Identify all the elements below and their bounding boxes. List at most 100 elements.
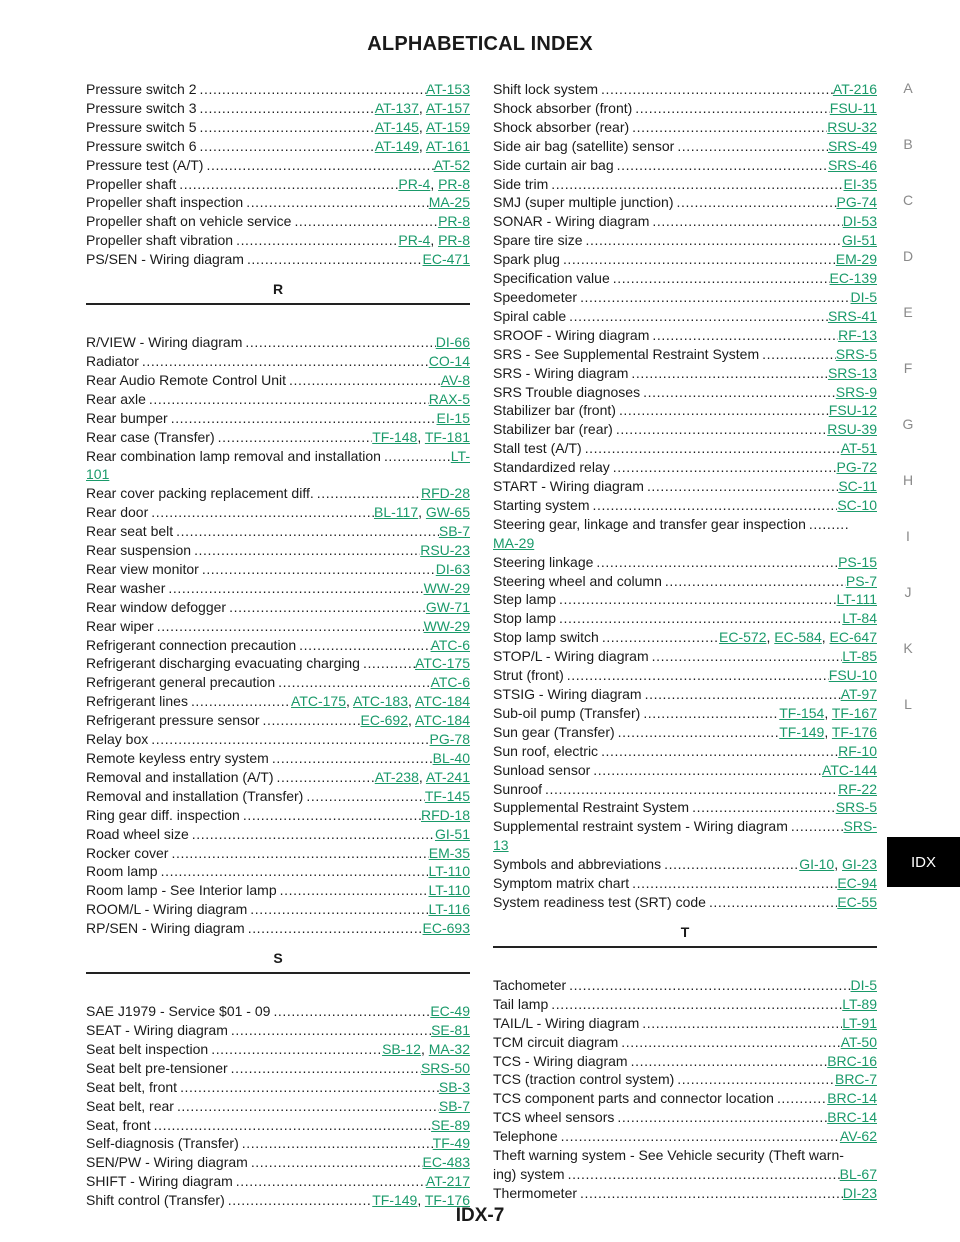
page-reference-link[interactable]: CO-14: [428, 352, 470, 369]
page-reference-link[interactable]: LT-110: [428, 882, 470, 899]
page-reference-link[interactable]: AV-8: [440, 371, 470, 388]
page-reference-link[interactable]: SRS-5: [835, 799, 877, 816]
page-reference-link[interactable]: AT-238: [374, 768, 419, 785]
page-reference-link[interactable]: LT-110: [428, 863, 470, 880]
page-reference-link[interactable]: GW-71: [425, 598, 470, 615]
page-reference-link[interactable]: LT-116: [428, 901, 470, 918]
page-reference-link[interactable]: DI-63: [435, 560, 470, 577]
page-reference-link[interactable]: SRS-9: [835, 383, 877, 400]
page-reference-link[interactable]: AT-241: [425, 768, 470, 785]
page-reference-link[interactable]: EC-483: [422, 1154, 470, 1171]
section-tab-e[interactable]: E: [903, 304, 913, 320]
page-reference-link[interactable]: ATC-175: [291, 693, 346, 710]
page-reference-link[interactable]: ATC-183: [353, 693, 408, 710]
page-reference-link[interactable]: TF-49: [432, 1135, 470, 1152]
page-reference-link[interactable]: RSU-32: [827, 118, 877, 135]
page-reference-link[interactable]: RF-22: [838, 780, 877, 797]
page-reference-link[interactable]: AT-97: [840, 686, 877, 702]
page-reference-link[interactable]: TF-145: [424, 787, 470, 804]
section-tab-b[interactable]: B: [903, 136, 913, 152]
page-reference-link[interactable]: DI-5: [850, 976, 877, 993]
page-reference-link[interactable]: BRC-16: [827, 1052, 877, 1069]
page-reference-link[interactable]: SE-81: [431, 1021, 470, 1038]
page-reference-link[interactable]: AT-149: [374, 137, 419, 154]
page-reference-link[interactable]: SB-7: [438, 1097, 470, 1114]
section-tab-h[interactable]: H: [902, 472, 914, 488]
page-reference-link[interactable]: WW-29: [423, 579, 470, 596]
page-reference-link[interactable]: LT-91: [842, 1014, 877, 1031]
page-reference-link[interactable]: FSU-10: [828, 667, 877, 684]
page-reference-link[interactable]: AT-153: [425, 81, 470, 97]
page-reference-link[interactable]: MA-32: [428, 1040, 470, 1057]
page-reference-link[interactable]: PR-4: [398, 175, 431, 192]
page-reference-link[interactable]: TF-154: [779, 704, 825, 721]
page-reference-link[interactable]: EC-471: [422, 251, 470, 268]
page-reference-link[interactable]: PR-8: [438, 232, 470, 249]
page-reference-link[interactable]: SB-12: [382, 1040, 421, 1057]
page-reference-link[interactable]: FSU-12: [828, 402, 877, 419]
page-reference-link[interactable]: DI-53: [842, 213, 877, 230]
page-reference-link[interactable]: SC-10: [837, 496, 877, 513]
section-tab-f[interactable]: F: [903, 360, 913, 376]
page-reference-link[interactable]: TF-176: [424, 1192, 470, 1209]
active-section-tab[interactable]: IDX: [887, 837, 960, 887]
page-reference-link[interactable]: BL-117: [374, 504, 419, 521]
page-reference-link[interactable]: AT-52: [433, 156, 470, 173]
page-reference-link[interactable]: EI-35: [843, 175, 877, 192]
page-reference-link[interactable]: EC-584: [774, 629, 822, 646]
page-reference-link[interactable]: FSU-11: [829, 99, 877, 116]
page-reference-link[interactable]: EC-55: [837, 893, 877, 910]
page-reference-link[interactable]: PG-78: [429, 731, 470, 748]
page-reference-link[interactable]: ATC-184: [415, 693, 470, 710]
page-reference-link[interactable]: TF-181: [424, 428, 470, 445]
section-tab-c[interactable]: C: [902, 192, 914, 208]
page-reference-link[interactable]: SRS-41: [827, 307, 877, 324]
page-reference-link[interactable]: SB-7: [438, 523, 470, 540]
page-reference-link[interactable]: SE-89: [431, 1116, 470, 1133]
page-reference-link[interactable]: EM-29: [835, 251, 877, 268]
page-reference-link[interactable]: RAX-5: [428, 390, 470, 407]
page-reference-link[interactable]: LT-111: [836, 591, 877, 608]
page-reference-link[interactable]: AT-137: [374, 99, 419, 116]
page-reference-link[interactable]: BRC-7: [834, 1071, 877, 1088]
page-reference-link[interactable]: AT-159: [425, 118, 470, 135]
page-reference-link[interactable]: PR-8: [438, 175, 470, 192]
page-reference-link[interactable]: EC-94: [837, 875, 877, 892]
page-reference-link[interactable]: PG-72: [836, 459, 877, 476]
page-reference-link[interactable]: AT-217: [425, 1173, 470, 1190]
page-reference-link[interactable]: RF-10: [838, 742, 877, 759]
page-reference-link[interactable]: RFD-18: [420, 806, 470, 823]
page-reference-link[interactable]: AT-157: [425, 99, 470, 116]
page-reference-link[interactable]: LT-: [450, 447, 470, 464]
page-reference-link[interactable]: SRS-49: [827, 137, 877, 154]
page-reference-link[interactable]: AT-50: [840, 1033, 877, 1050]
section-tab-j[interactable]: J: [904, 584, 912, 600]
page-reference-link[interactable]: TF-176: [831, 723, 877, 740]
page-reference-link[interactable]: GI-51: [841, 232, 877, 249]
page-reference-link[interactable]: RSU-23: [420, 542, 470, 559]
page-reference-link[interactable]: SRS-46: [827, 156, 877, 173]
page-reference-link[interactable]: BL-40: [432, 750, 470, 766]
page-reference-link[interactable]: AV-62: [839, 1128, 877, 1145]
page-reference-link[interactable]: DI-5: [850, 288, 877, 305]
page-reference-link[interactable]: AT-145: [374, 118, 419, 135]
page-reference-link[interactable]: LT-84: [842, 610, 877, 627]
page-reference-link[interactable]: ATC-6: [430, 636, 470, 653]
section-tab-a[interactable]: A: [903, 80, 913, 96]
page-reference-link[interactable]: EI-15: [436, 409, 470, 426]
page-reference-link[interactable]: GI-23: [841, 856, 877, 873]
page-reference-link[interactable]: EC-693: [422, 920, 470, 937]
page-reference-link[interactable]: AT-216: [832, 81, 877, 97]
page-reference-link[interactable]: WW-29: [423, 617, 470, 634]
page-reference-link[interactable]: GI-10: [799, 856, 835, 873]
page-reference-link[interactable]: 13: [493, 837, 509, 854]
page-reference-link[interactable]: PS-7: [845, 572, 877, 589]
page-reference-link[interactable]: TF-167: [831, 704, 877, 721]
page-reference-link[interactable]: EC-139: [829, 270, 877, 287]
page-reference-link[interactable]: PG-74: [836, 194, 877, 211]
page-reference-link[interactable]: GI-51: [434, 825, 470, 842]
section-tab-d[interactable]: D: [902, 248, 914, 264]
page-reference-link[interactable]: EC-49: [430, 1003, 470, 1020]
page-reference-link[interactable]: SRS-: [843, 818, 877, 835]
page-reference-link[interactable]: DI-23: [842, 1184, 877, 1201]
